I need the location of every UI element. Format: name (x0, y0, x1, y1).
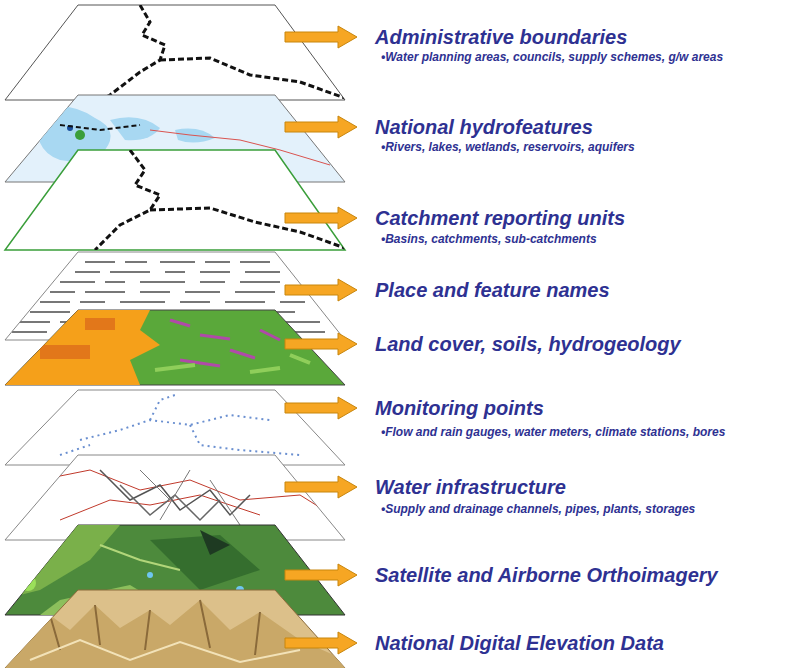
layer-title: National Digital Elevation Data (375, 631, 664, 655)
catchment-layer (5, 150, 345, 250)
layer-detail: •Basins, catchments, sub-catchments (381, 232, 597, 246)
layer-title: Satellite and Airborne Orthoimagery (375, 563, 718, 587)
layer-title: Water infrastructure (375, 475, 566, 499)
layer-detail: •Water planning areas, councils, supply … (381, 50, 723, 64)
layer-detail: •Flow and rain gauges, water meters, cli… (381, 425, 725, 439)
layer-detail: •Rivers, lakes, wetlands, reservoirs, aq… (381, 140, 635, 154)
layer-title: National hydrofeatures (375, 115, 593, 139)
pointer-arrows (285, 26, 357, 654)
layer-title: Place and feature names (375, 278, 610, 302)
monitoring-layer (5, 390, 345, 465)
layer-title: Land cover, soils, hydrogeology (375, 332, 681, 356)
admin-layer (5, 5, 345, 100)
layer-detail: •Supply and drainage channels, pipes, pl… (381, 502, 695, 516)
layer-title: Administrative boundaries (375, 25, 627, 49)
elevation-layer (5, 590, 345, 668)
layer-title: Monitoring points (375, 396, 544, 420)
layer-title: Catchment reporting units (375, 206, 625, 230)
